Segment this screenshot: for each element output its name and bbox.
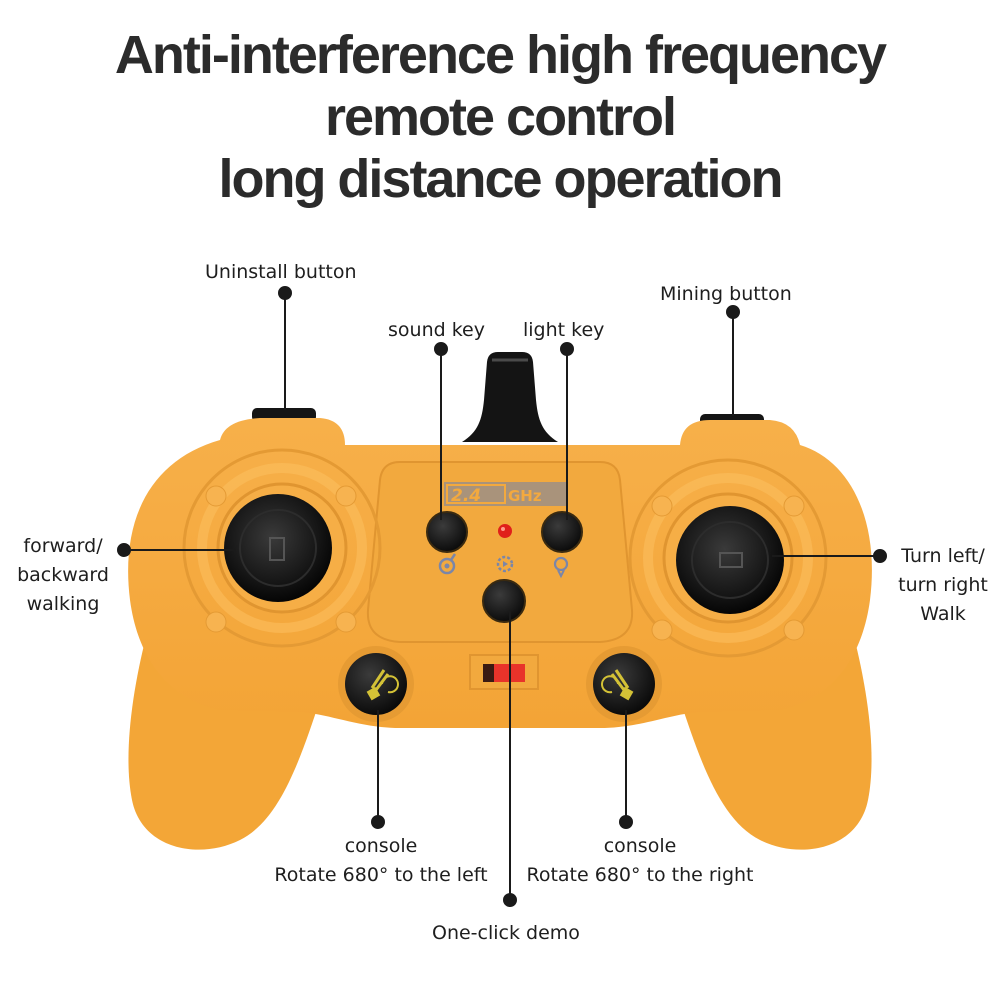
- right-stick-label: Turn left/ turn right Walk: [888, 542, 998, 629]
- sound-icon: [438, 553, 457, 575]
- excavator-icon: [601, 669, 634, 701]
- console-left-label-line-2: Rotate 680° to the left: [274, 864, 488, 886]
- headline-line-3: long distance operation: [218, 149, 783, 209]
- power-indicator-led: [498, 524, 512, 538]
- uninstall-button-label: Uninstall button: [205, 261, 357, 283]
- console-left-label-line-1: console: [344, 835, 418, 857]
- right-stick-label-line-2: turn right: [898, 574, 988, 596]
- one-click-demo-button[interactable]: [482, 579, 526, 623]
- svg-text:2.4: 2.4: [451, 486, 481, 506]
- light-key-label: light key: [523, 319, 605, 341]
- right-stick-label-line-3: Walk: [920, 603, 966, 625]
- demo-gear-icon: [496, 555, 514, 573]
- headline: Anti-interference high frequency remote …: [0, 24, 1000, 210]
- light-bulb-icon: [553, 556, 569, 579]
- left-stick-label-line-1: forward/: [23, 535, 103, 557]
- sound-key-label: sound key: [388, 319, 485, 341]
- one-click-demo-label: One-click demo: [432, 922, 580, 944]
- svg-text:GHz: GHz: [508, 487, 542, 505]
- left-joystick[interactable]: [224, 494, 332, 602]
- frequency-badge: 2.4 GHz: [444, 482, 566, 506]
- right-joystick[interactable]: [676, 506, 784, 614]
- callout-lines: [117, 286, 887, 907]
- sound-key-button[interactable]: [426, 511, 468, 553]
- power-switch[interactable]: [469, 654, 539, 690]
- left-stick-label-line-2: backward: [17, 564, 109, 586]
- console-right-label: console Rotate 680° to the right: [524, 832, 756, 890]
- left-stick-label: forward/ backward walking: [8, 532, 118, 619]
- headline-line-1: Anti-interference high frequency: [114, 25, 887, 85]
- right-stick-label-line-1: Turn left/: [901, 545, 985, 567]
- left-stick-label-line-3: walking: [26, 593, 100, 615]
- console-left-label: console Rotate 680° to the left: [272, 832, 490, 890]
- console-right-label-line-2: Rotate 680° to the right: [526, 864, 754, 886]
- excavator-icon: [366, 669, 399, 701]
- antenna: [462, 352, 558, 442]
- mining-button-label: Mining button: [660, 283, 792, 305]
- console-right-label-line-1: console: [603, 835, 677, 857]
- light-key-button[interactable]: [541, 511, 583, 553]
- headline-line-2: remote control: [324, 87, 677, 147]
